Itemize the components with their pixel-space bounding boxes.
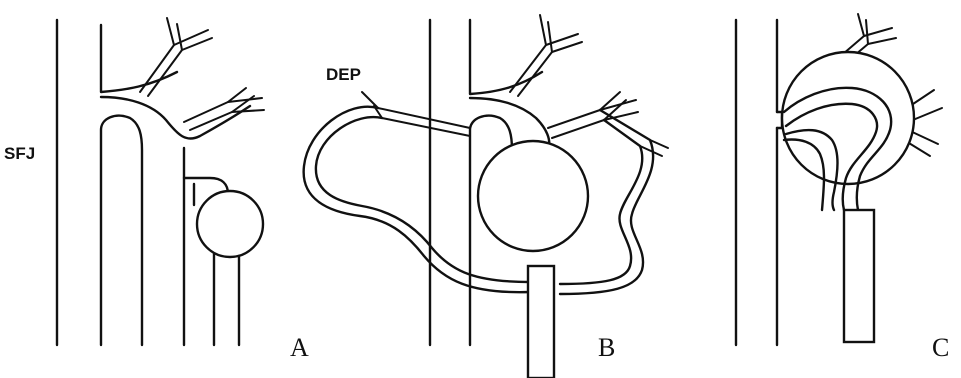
panel-letter-c: C xyxy=(932,333,949,362)
panel-c-tributary-upper-branch xyxy=(858,14,864,36)
label-dep: DEP xyxy=(326,65,361,84)
panel-a-tributary-upper-branch-2 xyxy=(177,24,182,50)
panel-b-saphenous-outer-wall xyxy=(470,20,542,94)
panel-a-saphenous-inner-curve xyxy=(101,116,142,345)
panel-b-right-loop-branch-2 xyxy=(640,146,662,156)
panel-a-stump-vein xyxy=(184,148,228,194)
panel-c: C xyxy=(736,14,949,362)
panel-b-tributary-upper-branch-2 xyxy=(548,22,552,52)
panel-b-stump-tube xyxy=(528,266,554,378)
panel-letter-a: A xyxy=(290,333,309,362)
panel-a-sac-circle xyxy=(197,191,263,257)
panel-letter-b: B xyxy=(598,333,615,362)
panel-b: DEP B xyxy=(304,15,668,378)
panel-b-dep-branch xyxy=(362,92,470,128)
panel-b-tributary-upper-branch xyxy=(540,15,546,45)
panel-c-sac-circle xyxy=(782,52,914,184)
panel-c-tributary-upper-branch-2 xyxy=(866,20,868,44)
panel-c-stump-tube xyxy=(844,210,874,342)
panel-a-saphenous-outer-wall xyxy=(101,25,177,92)
label-sfj: SFJ xyxy=(4,144,35,163)
panel-b-tributaries xyxy=(510,15,638,138)
panel-a: SFJ A xyxy=(4,18,309,362)
panel-a-tributary-upper-branch xyxy=(167,18,174,45)
panel-b-sac-circle xyxy=(478,141,588,251)
